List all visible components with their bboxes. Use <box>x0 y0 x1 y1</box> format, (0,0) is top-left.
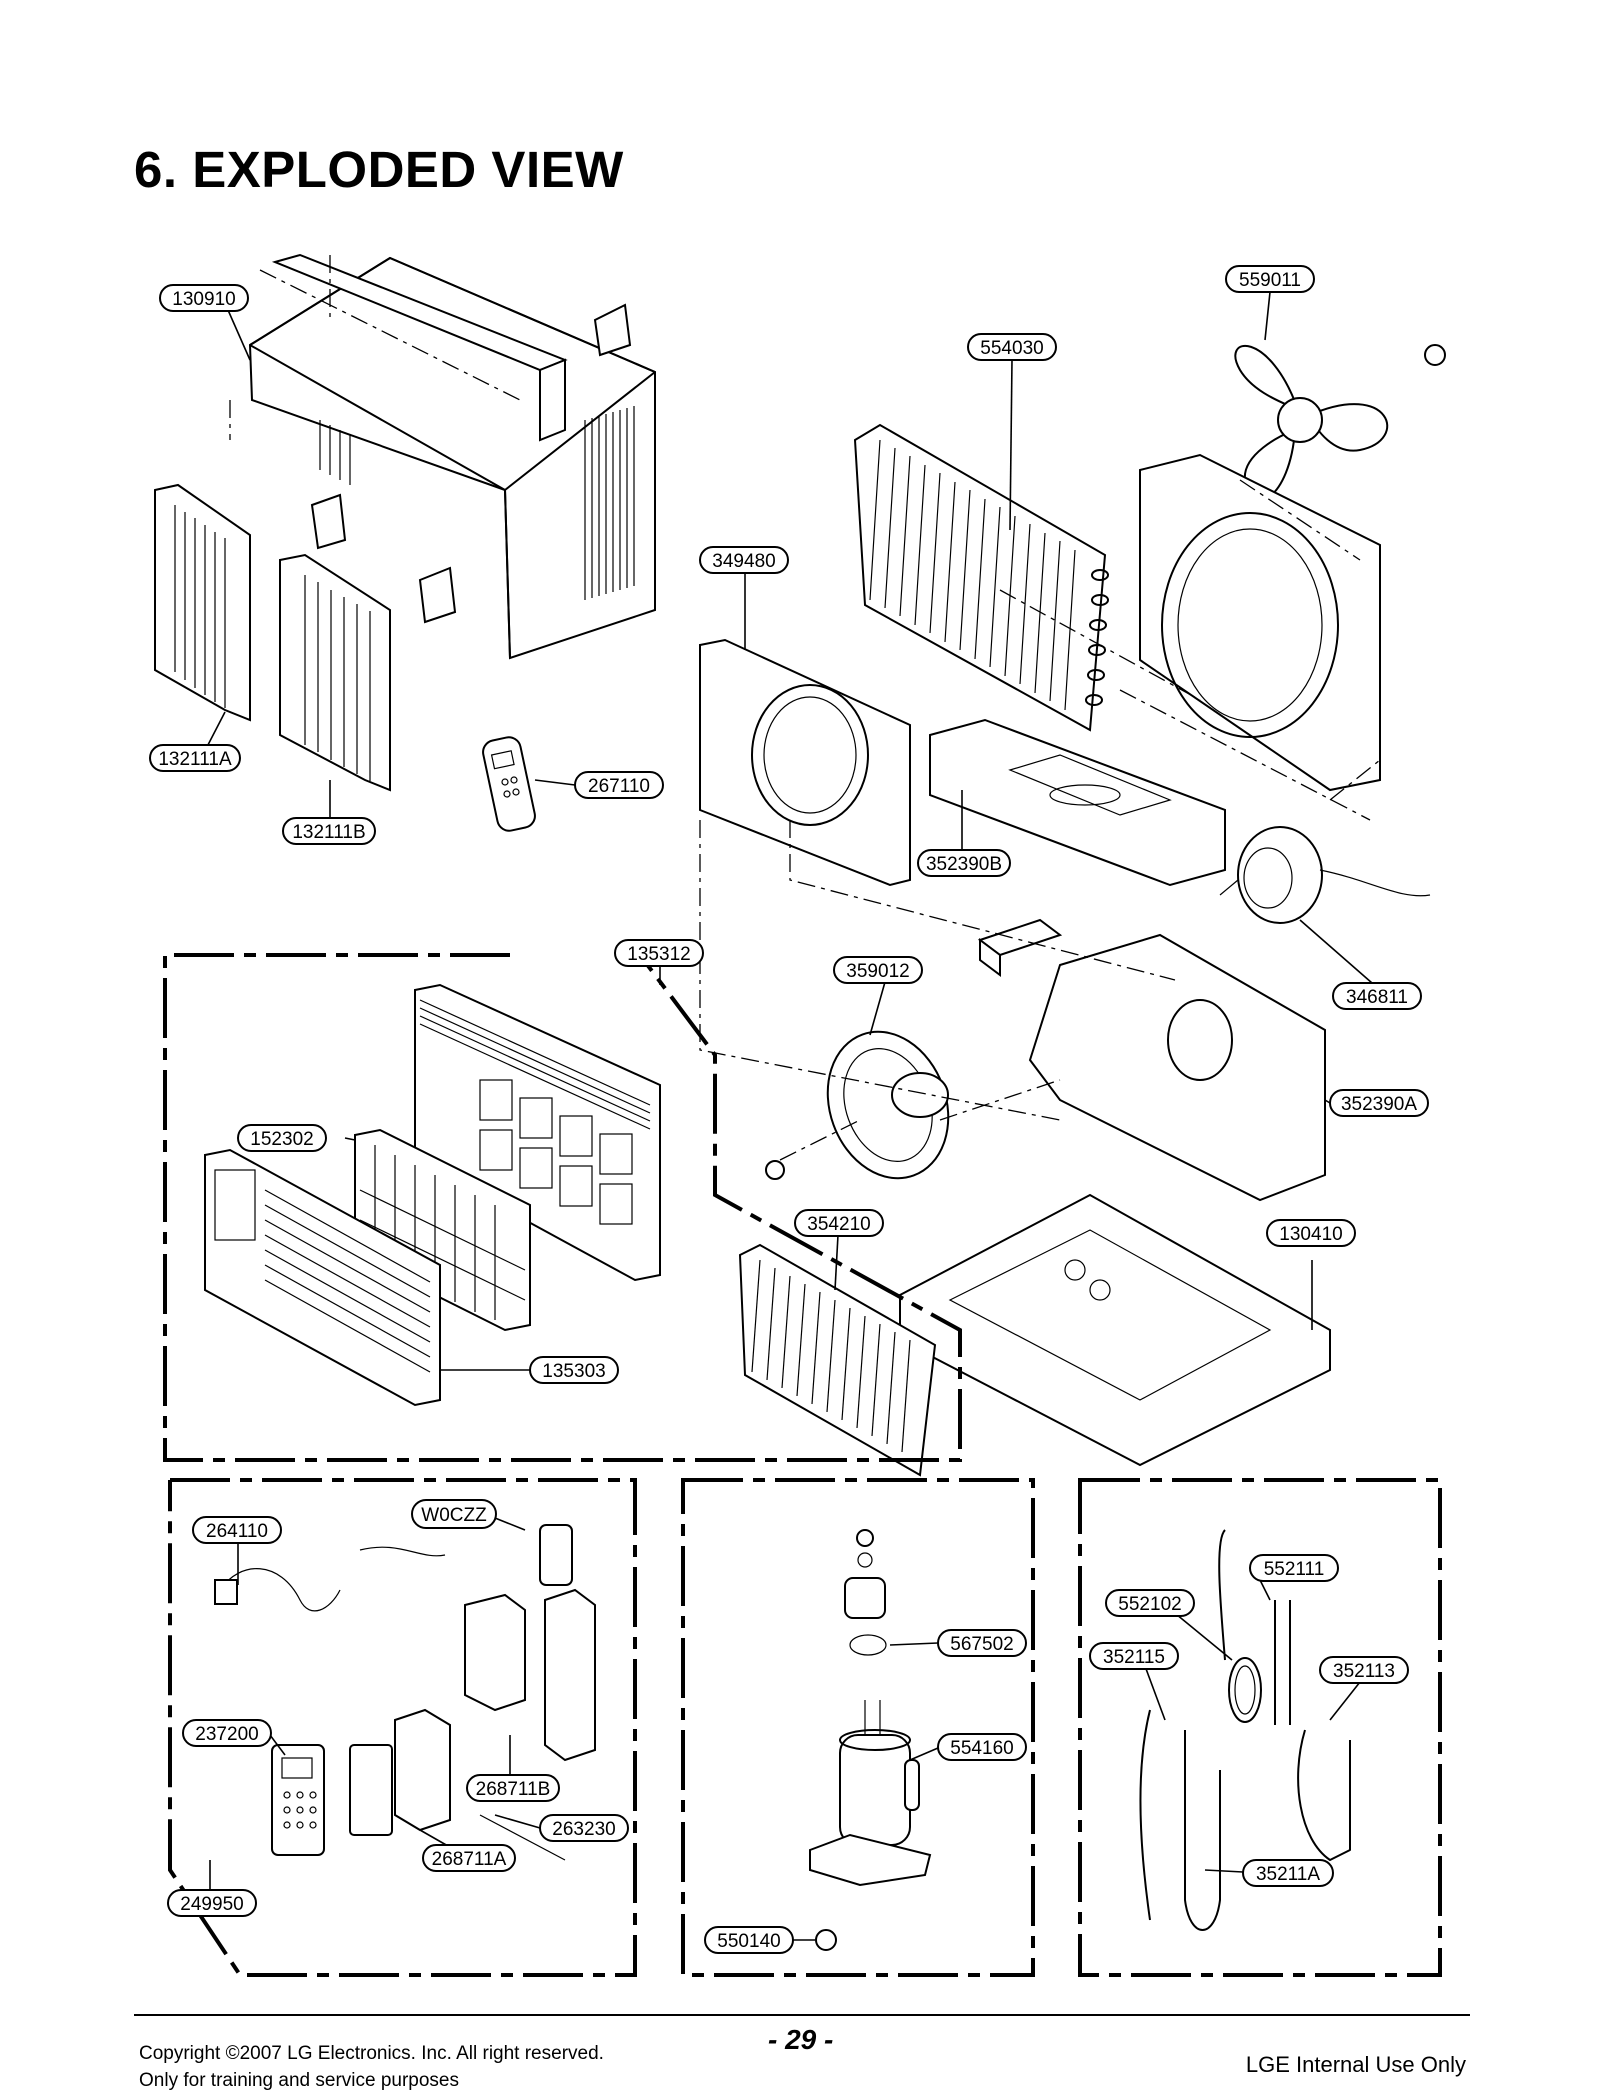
callout-W0CZZ: W0CZZ <box>411 1499 497 1529</box>
compressor-parts <box>809 1529 932 1951</box>
callout-354210: 354210 <box>794 1209 884 1237</box>
svg-text:135312: 135312 <box>627 944 690 965</box>
callout-132111A: 132111A <box>149 744 241 772</box>
svg-text:554160: 554160 <box>950 1738 1013 1759</box>
svg-text:268711A: 268711A <box>432 1849 507 1870</box>
footer-copyright: Copyright ©2007 LG Electronics. Inc. All… <box>139 2040 604 2094</box>
inlet-grille <box>204 1148 441 1407</box>
barrier-panel <box>699 638 911 887</box>
callout-268711B: 268711B <box>466 1774 560 1802</box>
callout-352390A: 352390A <box>1329 1089 1429 1117</box>
svg-text:263230: 263230 <box>552 1819 615 1840</box>
svg-text:268711B: 268711B <box>476 1779 551 1800</box>
callout-552111: 552111 <box>1249 1554 1339 1582</box>
callout-268711A: 268711A <box>422 1844 516 1872</box>
svg-text:130410: 130410 <box>1279 1224 1342 1245</box>
remote-control <box>482 736 536 832</box>
fan-motor <box>1219 826 1431 924</box>
callout-554030: 554030 <box>967 333 1057 361</box>
callout-263230: 263230 <box>539 1814 629 1842</box>
svg-text:359012: 359012 <box>846 961 909 982</box>
callout-550140: 550140 <box>704 1926 794 1954</box>
compressor-group-frame <box>681 1478 1035 1977</box>
callout-267110: 267110 <box>574 771 664 799</box>
svg-text:346811: 346811 <box>1346 987 1408 1008</box>
svg-text:567502: 567502 <box>950 1634 1013 1655</box>
cabinet-case <box>248 253 656 660</box>
evaporator-housing <box>977 918 1326 1202</box>
svg-text:352390A: 352390A <box>1341 1094 1417 1115</box>
condenser-coil <box>853 423 1109 732</box>
svg-text:W0CZZ: W0CZZ <box>421 1505 487 1526</box>
svg-text:152302: 152302 <box>250 1129 313 1150</box>
callout-554160: 554160 <box>937 1733 1027 1761</box>
propeller-fan <box>1234 344 1446 502</box>
callout-352113: 352113 <box>1319 1656 1409 1684</box>
refrigerant-piping <box>1139 1529 1351 1931</box>
svg-text:267110: 267110 <box>588 776 650 797</box>
svg-text:550140: 550140 <box>717 1931 780 1952</box>
svg-text:264110: 264110 <box>206 1521 268 1542</box>
copyright-text: Copyright ©2007 LG Electronics. Inc. All… <box>139 2043 604 2064</box>
blower-wheel <box>765 1030 950 1180</box>
evaporator-coil <box>738 1243 937 1477</box>
callout-249950: 249950 <box>167 1889 257 1917</box>
callout-552102: 552102 <box>1105 1589 1195 1617</box>
page-number: - 29 - <box>768 2024 834 2055</box>
callout-352115: 352115 <box>1089 1642 1179 1670</box>
svg-text:352113: 352113 <box>1333 1661 1395 1682</box>
svg-text:554030: 554030 <box>980 338 1043 359</box>
side-curtain-a <box>154 483 251 722</box>
callout-567502: 567502 <box>937 1629 1027 1657</box>
callout-135303: 135303 <box>529 1356 619 1384</box>
assembly-guide-lines <box>229 255 1381 1161</box>
callout-135312: 135312 <box>614 939 704 967</box>
indoor-group-frame <box>163 953 962 1462</box>
callout-132111B: 132111B <box>282 817 376 845</box>
fan-shroud <box>1139 453 1381 792</box>
piping-group-frame <box>1078 1478 1442 1977</box>
callout-346811: 346811 <box>1332 982 1422 1010</box>
callout-352390B: 352390B <box>917 849 1011 877</box>
svg-text:352390B: 352390B <box>926 854 1002 875</box>
electrical-group-frame <box>168 1478 637 1977</box>
page-title: 6. EXPLODED VIEW <box>134 141 624 198</box>
callout-35211A: 35211A <box>1242 1859 1334 1887</box>
callout-349480: 349480 <box>699 546 789 574</box>
svg-text:132111B: 132111B <box>292 822 365 843</box>
callout-359012: 359012 <box>833 956 923 984</box>
svg-text:132111A: 132111A <box>158 749 232 770</box>
internal-use-label: LGE Internal Use Only <box>1245 2052 1466 2077</box>
callout-237200: 237200 <box>182 1719 272 1747</box>
svg-text:130910: 130910 <box>172 289 235 310</box>
svg-text:354210: 354210 <box>807 1214 870 1235</box>
electrical-parts <box>214 1524 596 1861</box>
callout-130410: 130410 <box>1266 1219 1356 1247</box>
callout-130910: 130910 <box>159 284 249 312</box>
svg-text:35211A: 35211A <box>1256 1864 1320 1885</box>
svg-text:349480: 349480 <box>712 551 775 572</box>
callout-152302: 152302 <box>237 1124 327 1152</box>
footer-divider <box>134 2014 1470 2016</box>
svg-text:135303: 135303 <box>542 1361 605 1382</box>
svg-text:552102: 552102 <box>1118 1594 1181 1615</box>
callout-559011: 559011 <box>1225 265 1315 293</box>
usage-note: Only for training and service purposes <box>139 2070 459 2091</box>
svg-text:352115: 352115 <box>1103 1647 1165 1668</box>
drain-pan <box>929 718 1226 887</box>
base-pan <box>899 1193 1331 1467</box>
svg-text:237200: 237200 <box>195 1724 258 1745</box>
svg-text:552111: 552111 <box>1264 1559 1325 1580</box>
svg-text:559011: 559011 <box>1239 270 1301 291</box>
svg-text:249950: 249950 <box>180 1894 243 1915</box>
side-curtain-b <box>279 553 391 792</box>
callout-264110: 264110 <box>192 1516 282 1544</box>
